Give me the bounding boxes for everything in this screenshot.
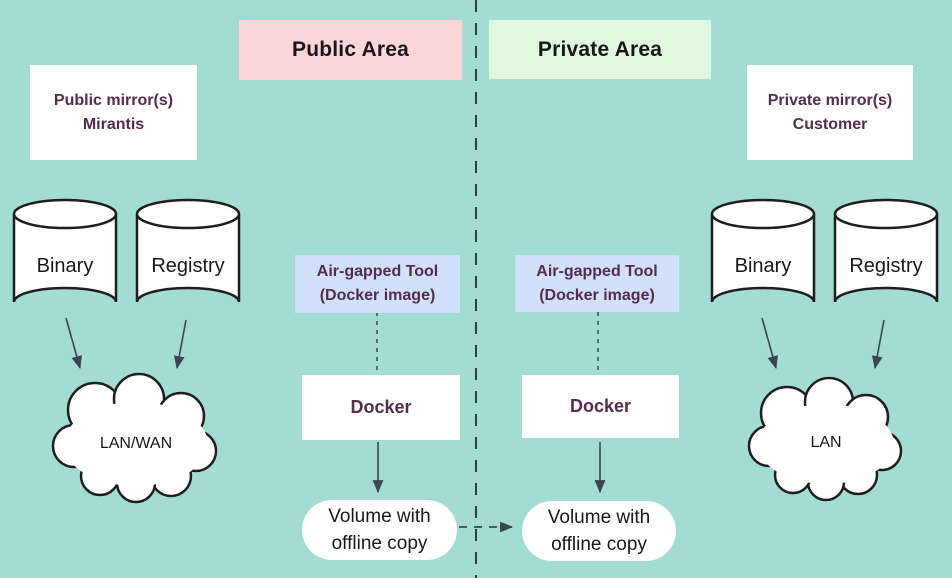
volume-line2: offline copy [331,533,428,554]
private-mirror-line2: Customer [792,115,868,133]
cloud-lan-label: LAN [810,434,841,451]
airgapped-tool-box-private: Air-gapped Tool (Docker image) [515,255,679,312]
airgapped-tool-line2: (Docker image) [319,287,436,304]
public-area-header-label: Public Area [292,38,409,61]
cylinder-binary-public: Binary [12,198,118,303]
cloud-lanwan-label: LAN/WAN [100,435,172,452]
docker-box-private: Docker [522,375,679,438]
private-area-header-label: Private Area [537,37,663,61]
arrow-registry-to-lanwan [173,319,187,370]
cylinder-registry-private-label: Registry [849,255,922,277]
docker-box-public: Docker [302,375,460,440]
airgapped-tool-line1: Air-gapped Tool [316,263,439,280]
cylinder-registry-private: Registry [833,198,939,303]
cylinder-binary-private: Binary [710,198,816,303]
cylinder-binary-private-label: Binary [735,255,792,277]
private-mirror-line1: Private mirror(s) [767,91,893,109]
airgapped-tool-line1: Air-gapped Tool [536,262,658,280]
volume-line2: offline copy [551,534,647,555]
cylinder-registry-public: Registry [135,198,241,303]
cylinder-binary-public-label: Binary [37,255,94,277]
docker-label: Docker [350,397,412,417]
arrow-binary-to-lanwan [65,317,83,370]
public-mirror-line1: Public mirror(s) [53,91,174,109]
volume-pill-private: Volume with offline copy [522,501,676,561]
public-mirror-line2: Mirantis [82,115,145,133]
cloud-lanwan-public: LAN/WAN [51,372,218,504]
volume-line1: Volume with [328,506,431,527]
cloud-lan-private: LAN [747,376,903,502]
cylinder-registry-public-label: Registry [151,255,224,277]
private-area-header: Private Area [489,20,711,79]
docker-label: Docker [569,396,632,416]
public-area-header: Public Area [239,20,462,80]
arrow-binary-to-lan [761,317,779,370]
private-mirror-box: Private mirror(s) Customer [747,65,913,160]
airgapped-tool-line2: (Docker image) [539,286,655,304]
arrow-registry-to-lan [871,319,885,370]
airgapped-tool-box-public: Air-gapped Tool (Docker image) [295,255,460,313]
volume-pill-public: Volume with offline copy [302,500,457,560]
public-mirror-box: Public mirror(s) Mirantis [30,65,197,160]
volume-line1: Volume with [547,507,651,528]
